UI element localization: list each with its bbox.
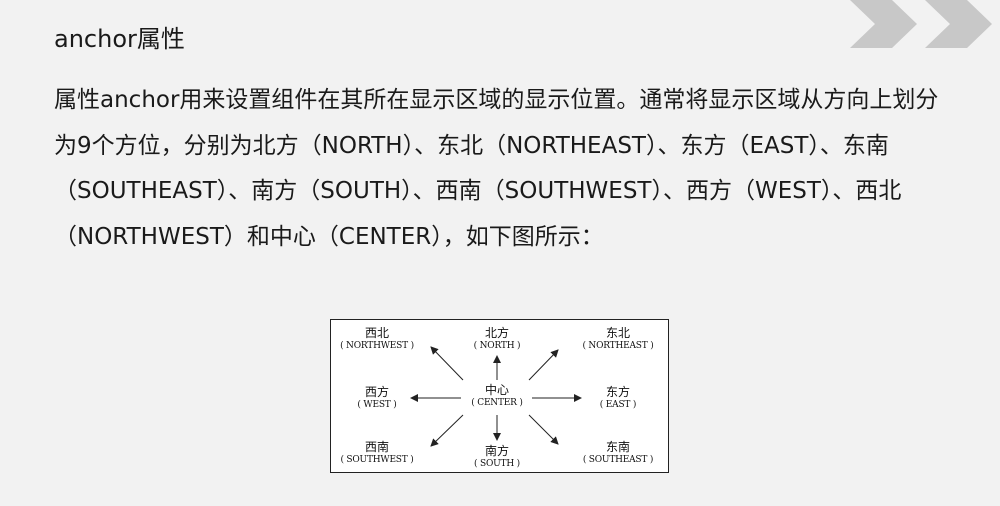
label-west: 西方 ( WEST )	[357, 385, 397, 410]
chevron-decoration-icon	[850, 0, 992, 48]
label-northeast: 东北 ( NORTHEAST )	[582, 326, 654, 351]
label-east: 东方 ( EAST )	[599, 385, 637, 410]
arrow-southeast	[528, 414, 559, 445]
label-south: 南方 ( SOUTH )	[474, 444, 520, 469]
slide-title: anchor属性	[54, 25, 185, 53]
label-northwest: 西北 ( NORTHWEST )	[340, 326, 414, 351]
anchor-direction-diagram: 西北 ( NORTHWEST ) 北方 ( NORTH ) 东北 ( NORTH…	[330, 319, 669, 473]
direction-arrows	[410, 346, 582, 447]
arrow-northeast	[528, 349, 559, 381]
label-southwest: 西南 ( SOUTHWEST )	[340, 440, 414, 465]
label-southeast: 东南 ( SOUTHEAST )	[582, 440, 654, 465]
label-north: 北方 ( NORTH )	[473, 326, 521, 351]
arrow-northwest	[430, 346, 464, 381]
label-center: 中心 ( CENTER )	[471, 383, 523, 408]
body-paragraph: 属性anchor用来设置组件在其所在显示区域的显示位置。通常将显示区域从方向上划…	[54, 87, 939, 250]
arrow-southwest	[430, 414, 464, 447]
